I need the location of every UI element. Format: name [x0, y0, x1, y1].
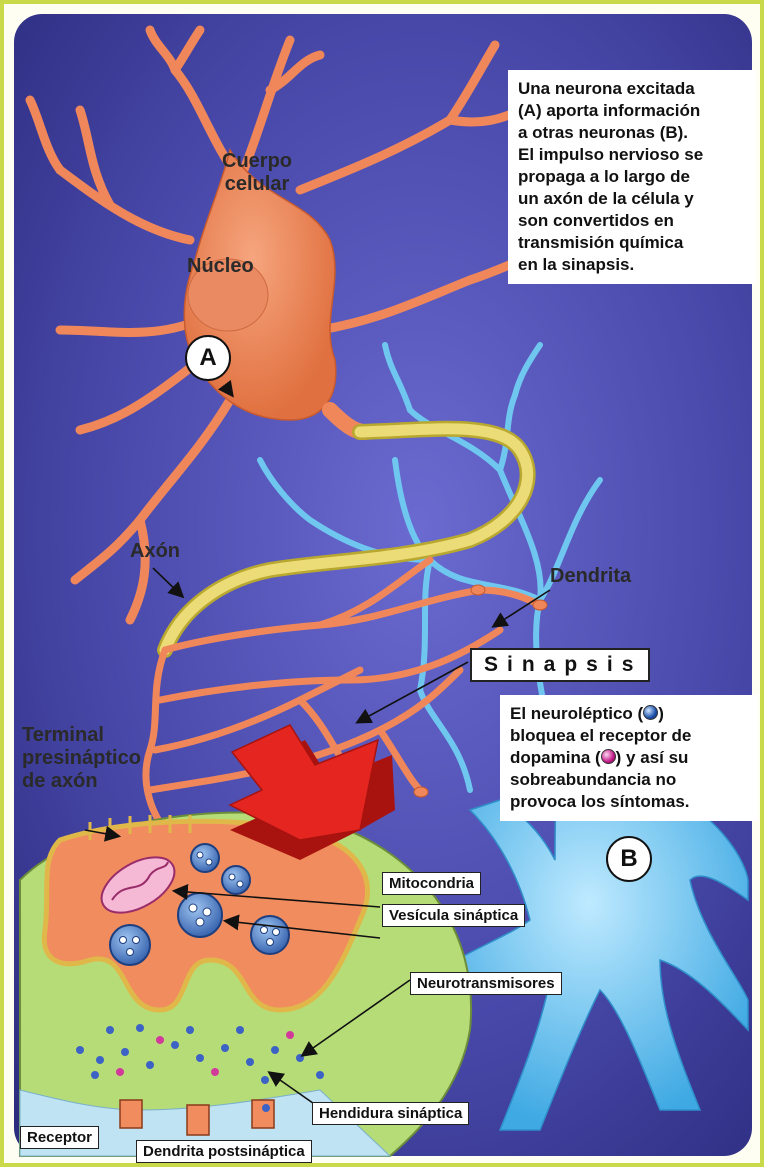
dendrite-label: Dendrita — [550, 565, 631, 588]
neuroleptic-line-4: sobreabundancia no — [510, 769, 748, 791]
postsynaptic-dendrite-callout: Dendrita postsináptica — [136, 1140, 312, 1163]
info-line: transmisión química — [518, 232, 746, 254]
info-line: (A) aporta información — [518, 100, 746, 122]
synaptic-cleft-callout: Hendidura sináptica — [312, 1102, 469, 1125]
info-line: son convertidos en — [518, 210, 746, 232]
neuroleptic-line-2: bloquea el receptor de — [510, 725, 748, 747]
info-line: Una neurona excitada — [518, 78, 746, 100]
neurotransmitters-callout: Neurotransmisores — [410, 972, 562, 995]
neuroleptic-text-box: El neuroléptico () bloquea el receptor d… — [500, 695, 758, 821]
presynaptic-terminal-label: Terminal presináptico de axón — [22, 724, 141, 793]
neuroleptic-line-3: dopamina () y así su — [510, 747, 748, 769]
nucleus-label: Núcleo — [187, 255, 254, 278]
receptor-callout: Receptor — [20, 1126, 99, 1149]
cell-body-label: Cuerpo celular — [222, 150, 292, 196]
neuron-b-marker: B — [606, 836, 652, 882]
neuron-a-marker: A — [185, 335, 231, 381]
synaptic-vesicle-callout: Vesícula sináptica — [382, 904, 525, 927]
mitochondria-callout: Mitocondria — [382, 872, 481, 895]
info-line: El impulso nervioso se — [518, 144, 746, 166]
info-text-box: Una neurona excitada (A) aporta informac… — [508, 70, 756, 284]
info-line: a otras neuronas (B). — [518, 122, 746, 144]
synapse-label: Sinapsis — [470, 648, 650, 682]
neuroleptic-dot-icon — [643, 705, 658, 720]
info-line: propaga a lo largo de — [518, 166, 746, 188]
info-line: en la sinapsis. — [518, 254, 746, 276]
neuroleptic-line-5: provoca los síntomas. — [510, 791, 748, 813]
neuroleptic-line-1: El neuroléptico () — [510, 703, 748, 725]
info-line: un axón de la célula y — [518, 188, 746, 210]
dopamine-dot-icon — [601, 749, 616, 764]
axon-label: Axón — [130, 540, 180, 563]
